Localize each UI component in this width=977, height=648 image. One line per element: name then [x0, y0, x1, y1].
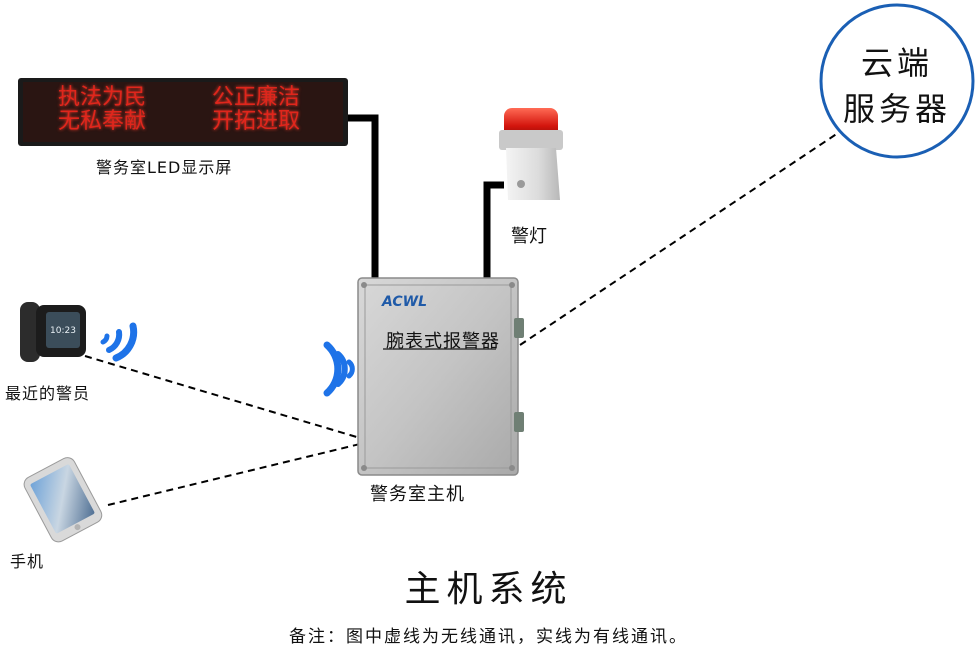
diagram-note: 备注：图中虚线为无线通讯，实线为有线通讯。 [289, 627, 688, 647]
wifi-signal-icon [323, 341, 355, 397]
alarm-light-icon [499, 108, 563, 200]
led-line1-left: 执法为民 [58, 85, 147, 110]
host-box-icon [357, 277, 524, 476]
host-brand-logo: ACWL [382, 294, 428, 310]
alarm-light-caption: 警灯 [511, 226, 547, 247]
watch-caption: 最近的警员 [5, 384, 91, 403]
wireless-link-watch [84, 355, 361, 439]
wireless-link-cloud [519, 132, 839, 346]
cloud-server-circle [819, 3, 975, 159]
led-display-caption: 警务室LED显示屏 [96, 158, 233, 177]
led-line2-right: 开拓进取 [212, 109, 301, 134]
led-line2-left: 无私奉献 [58, 109, 147, 134]
cloud-server-line2: 服务器 [842, 90, 951, 128]
host-panel-label: 腕表式报警器 [386, 331, 500, 352]
wireless-link-phone [107, 443, 361, 506]
led-line1-right: 公正廉洁 [212, 85, 301, 110]
wifi-signal-icon [100, 322, 138, 362]
wired-link-led [345, 114, 379, 280]
phone-icon [23, 457, 103, 543]
led-display [18, 78, 348, 146]
cloud-server-line1: 云端 [860, 44, 933, 82]
diagram-title: 主机系统 [404, 569, 573, 610]
svg-text:10:23: 10:23 [50, 326, 76, 336]
smartwatch-icon: 10:23 [20, 302, 86, 362]
phone-caption: 手机 [10, 552, 45, 571]
wired-link-alarm [483, 181, 504, 280]
host-caption: 警务室主机 [370, 484, 465, 505]
